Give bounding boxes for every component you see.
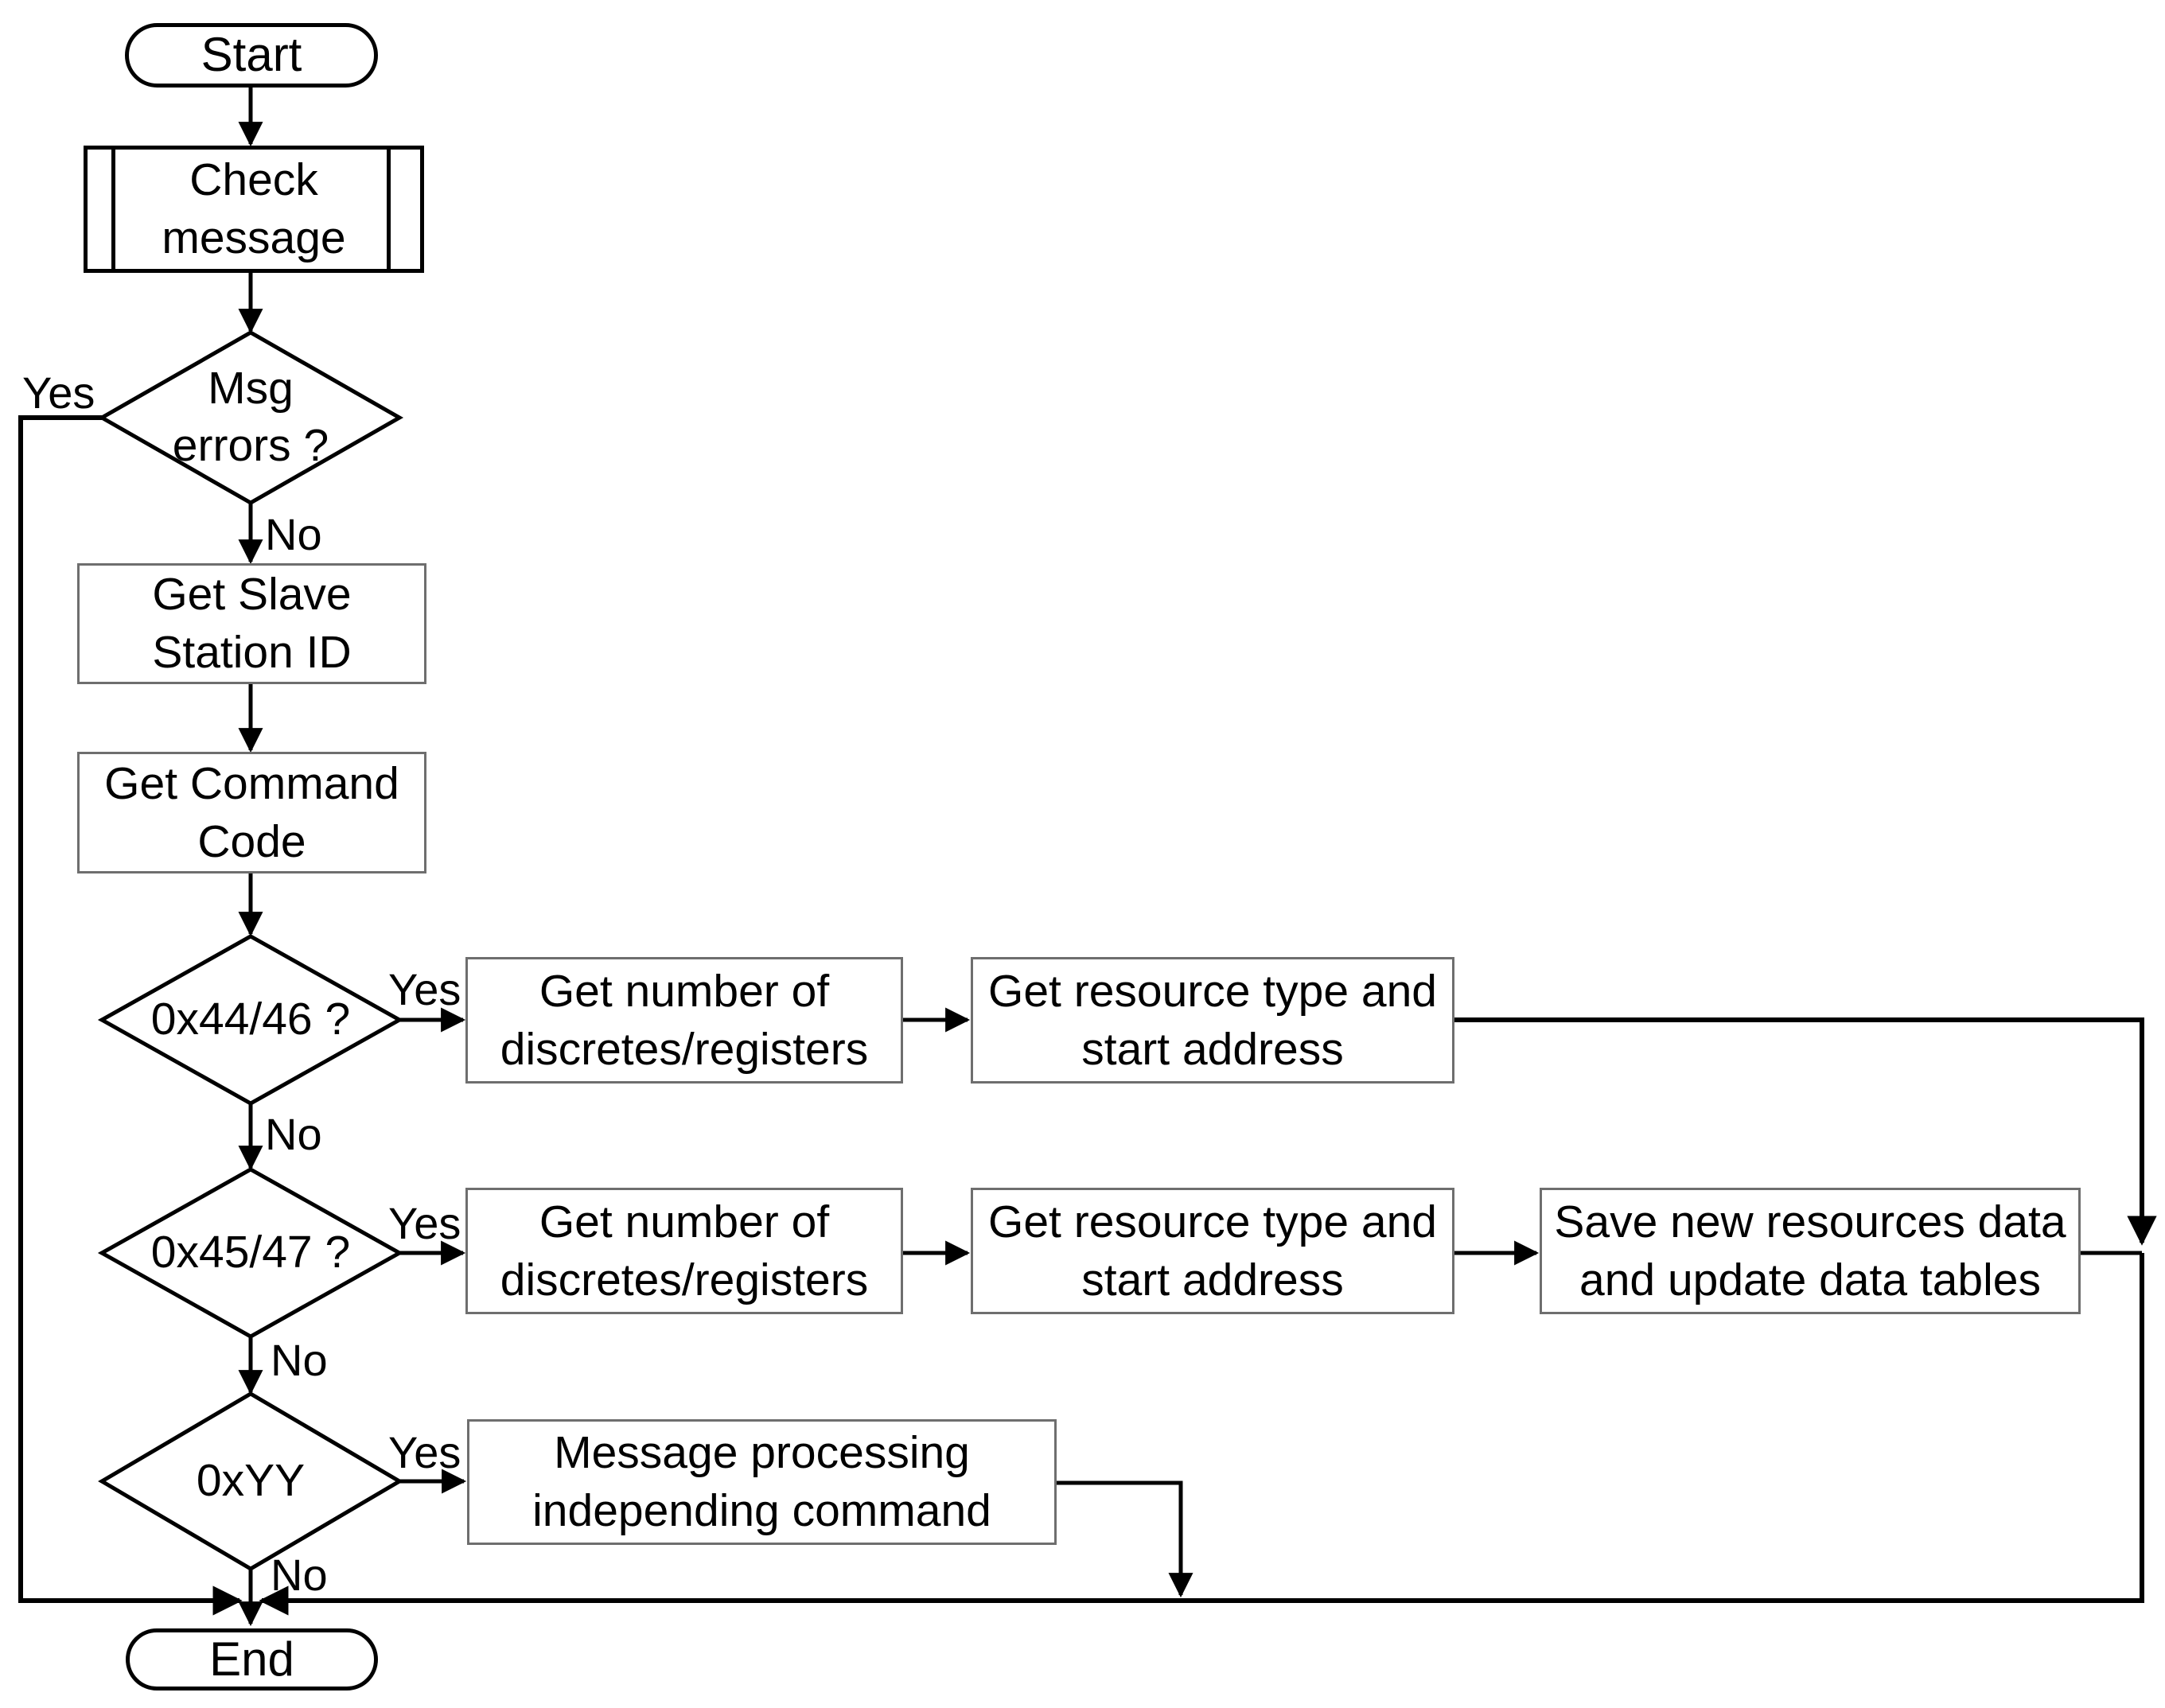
end-label: End <box>209 1632 294 1686</box>
d4547-text: 0x45/47 ? <box>150 1227 351 1278</box>
msg-errors-line2: errors ? <box>172 420 329 471</box>
get-slave-line1: Get Slave <box>152 569 352 621</box>
decision-0x44-46-shape <box>97 934 404 1106</box>
label-d4547-yes: Yes <box>388 1198 461 1248</box>
edge-right-trunk-to-end <box>259 1253 2144 1616</box>
dyy-text: 0xYY <box>196 1455 306 1507</box>
label-d4547-no: No <box>271 1335 328 1385</box>
label-dyy-no: No <box>271 1550 328 1600</box>
decision-0xYY-shape <box>98 1391 403 1571</box>
edge-msgproc-to-bottom <box>1057 1480 1193 1598</box>
get-resource-row2-line2: start address <box>1081 1254 1344 1305</box>
save-resources-line1: Save new resources data <box>1554 1196 2066 1247</box>
get-resource-row1-line2: start address <box>1081 1023 1344 1075</box>
process-get-slave-station-id: Get Slave Station ID <box>77 563 426 684</box>
decision-0x44-46-label: 0x44/46 ? <box>102 936 399 1103</box>
terminator-end: End <box>126 1628 378 1690</box>
subprocess-left-bar <box>111 150 115 269</box>
get-command-line1: Get Command <box>104 757 399 809</box>
edge-msgerrors-yes-trunk <box>18 415 243 1616</box>
check-message-line1: Check <box>189 154 318 206</box>
decision-0xYY-label: 0xYY <box>102 1394 399 1569</box>
subprocess-right-bar <box>387 150 391 269</box>
decision-msg-errors-label: Msg errors ? <box>102 333 399 503</box>
save-resources-line2: and update data tables <box>1579 1254 2041 1305</box>
check-message-line2: message <box>162 212 346 263</box>
subprocess-check-message: Check message <box>84 146 424 273</box>
message-processing-line2: independing command <box>532 1485 991 1536</box>
start-label: Start <box>201 28 302 82</box>
process-get-number-row1: Get number of discretes/registers <box>465 957 903 1084</box>
process-message-processing: Message processing independing command <box>467 1419 1057 1545</box>
get-resource-row2-line1: Get resource type and <box>988 1196 1437 1247</box>
get-number-row2-line1: Get number of <box>539 1196 830 1247</box>
terminator-start: Start <box>125 23 378 88</box>
get-command-line2: Code <box>197 815 306 867</box>
process-get-resource-row2: Get resource type and start address <box>971 1188 1454 1314</box>
label-dyy-yes: Yes <box>388 1427 461 1477</box>
get-slave-line2: Station ID <box>152 627 352 678</box>
edge-r1-to-right-trunk <box>1454 1017 2157 1246</box>
process-get-resource-row1: Get resource type and start address <box>971 957 1454 1084</box>
process-get-command-code: Get Command Code <box>77 752 426 873</box>
label-msg-errors-yes: Yes <box>22 368 95 418</box>
get-resource-row1-line1: Get resource type and <box>988 965 1437 1017</box>
get-number-row1-line2: discretes/registers <box>500 1023 869 1075</box>
message-processing-line1: Message processing <box>554 1427 970 1479</box>
label-d4446-no: No <box>265 1109 322 1159</box>
process-get-number-row2: Get number of discretes/registers <box>465 1188 903 1314</box>
decision-0x45-47-shape <box>97 1167 404 1339</box>
d4446-text: 0x44/46 ? <box>150 994 351 1045</box>
decision-msg-errors-shape <box>97 330 404 505</box>
get-number-row2-line2: discretes/registers <box>500 1254 869 1305</box>
label-msg-errors-no: No <box>265 509 322 559</box>
get-number-row1-line1: Get number of <box>539 965 830 1017</box>
msg-errors-line1: Msg <box>208 363 294 414</box>
decision-0x45-47-label: 0x45/47 ? <box>102 1169 399 1336</box>
label-d4446-yes: Yes <box>388 964 461 1014</box>
process-save-resources: Save new resources data and update data … <box>1540 1188 2081 1314</box>
